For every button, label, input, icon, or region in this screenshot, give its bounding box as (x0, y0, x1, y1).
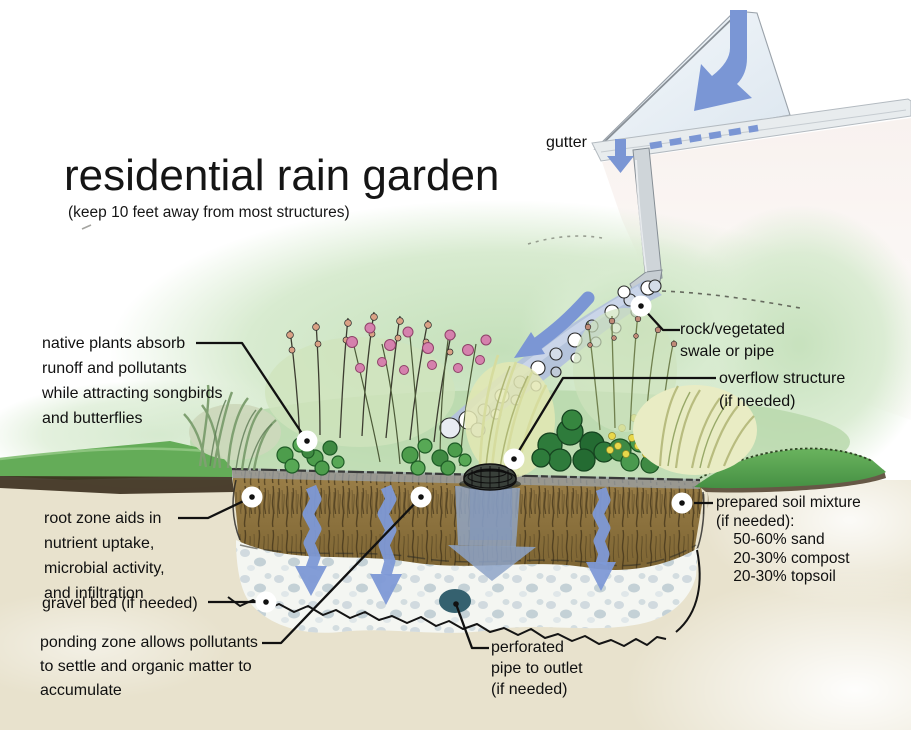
gutter-flow-arrows (607, 124, 759, 173)
callout-root-zone: root zone aids in nutrient uptake, micro… (44, 510, 165, 602)
callout-overflow: overflow structure (if needed) (719, 370, 846, 410)
callout-native-plants: native plants absorb runoff and pollutan… (42, 335, 223, 427)
callout-prepared-soil: prepared soil mixture (if needed): 50-60… (716, 494, 861, 585)
pink-flowers (346, 322, 492, 467)
leader-lines (178, 305, 716, 650)
callout-gravel-bed: gravel bed (if needed) (42, 595, 198, 612)
left-lawn-edge (0, 441, 234, 494)
title-block: residential rain garden (keep 10 feet aw… (64, 152, 499, 223)
callout-ponding-zone: ponding zone allows pollutants to settle… (40, 634, 258, 699)
callout-swale: rock/vegetated swale or pipe (680, 321, 785, 360)
swale-flow-arrow-icon (514, 291, 595, 358)
pale-grass-right (633, 385, 757, 475)
downspout-arrow-icon (607, 139, 634, 173)
ground-contour-lines (81, 224, 801, 309)
overflow-structure (459, 463, 521, 491)
gravel-bottom-outline (227, 596, 667, 647)
perforated-pipe (439, 589, 471, 613)
leafy-plants-left (276, 437, 345, 476)
dark-green-bush (531, 409, 615, 472)
infiltration-arrows (295, 484, 616, 605)
callout-perforated-pipe: perforated pipe to outlet (if needed) (491, 639, 583, 698)
sage-bush (183, 384, 281, 471)
leafy-plants-center (401, 438, 472, 476)
page-title: residential rain garden (64, 151, 500, 200)
page-subtitle: (keep 10 feet away from most structures) (68, 204, 350, 221)
garden-plants (183, 308, 757, 478)
rain-arrow-icon (694, 10, 752, 111)
callout-gutter: gutter (546, 134, 587, 151)
leader-dots (241, 295, 693, 613)
